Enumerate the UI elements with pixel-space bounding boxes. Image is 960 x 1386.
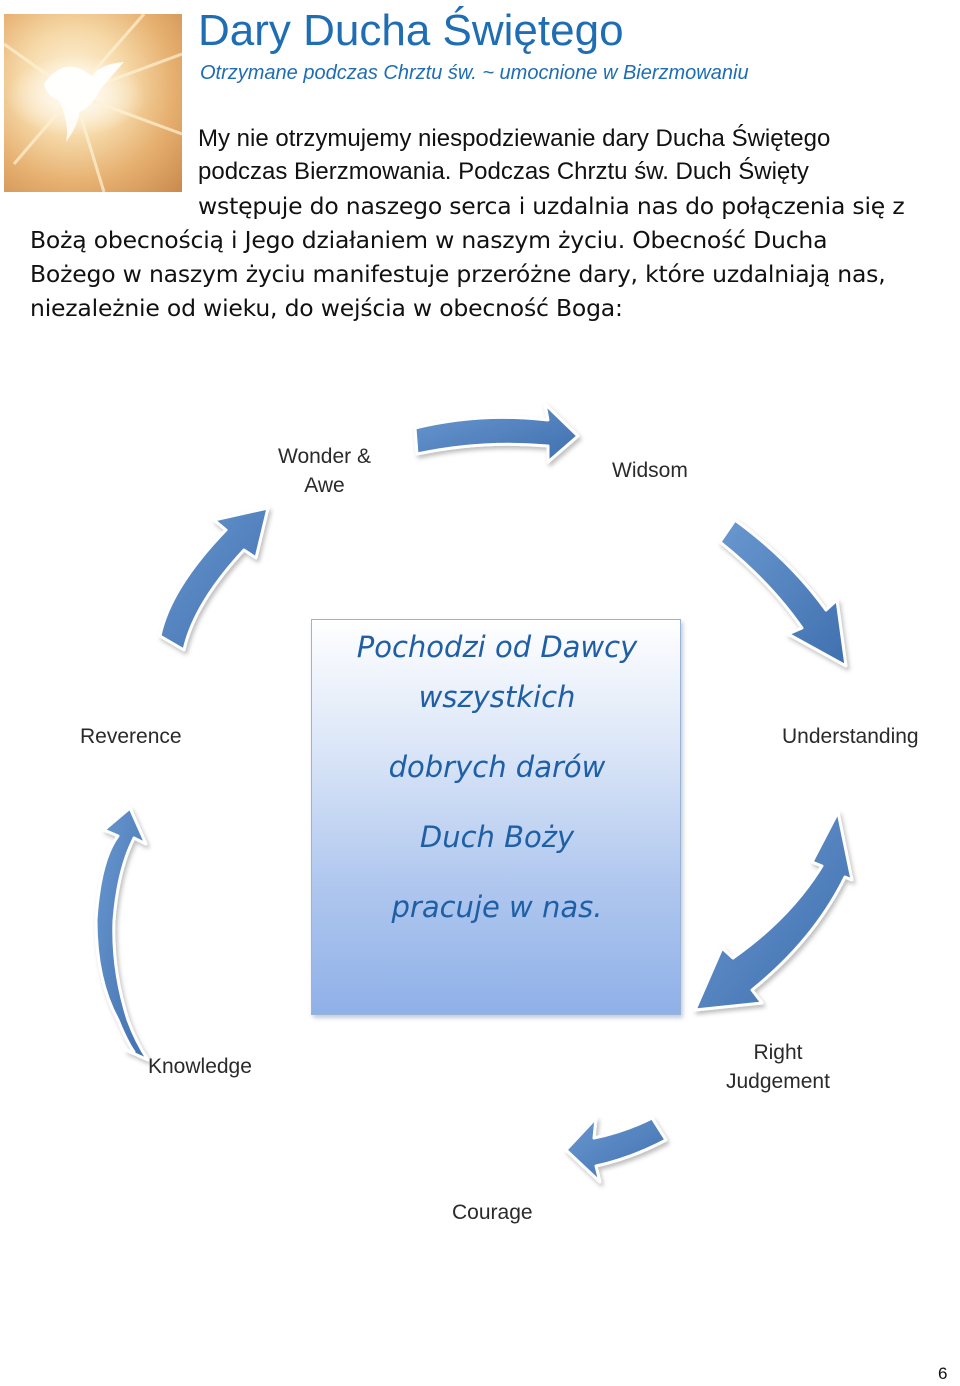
gift-right-judgement: Right Judgement: [726, 1038, 830, 1096]
cycle-arrow-lower-right: [693, 810, 854, 1012]
gifts-cycle-diagram: [94, 402, 854, 1184]
gift-understanding: Understanding: [782, 722, 919, 751]
gift-label-line: Right: [753, 1041, 803, 1064]
body-line: wstępuje do naszego serca i uzdalnia nas…: [198, 192, 905, 220]
gift-label-line: Knowledge: [148, 1055, 252, 1078]
gift-reverence: Reverence: [80, 722, 182, 751]
intro-line: My nie otrzymujemy niespodziewanie dary …: [198, 125, 831, 152]
gift-label-line: Wonder &: [278, 445, 371, 468]
page-subtitle: Otrzymane podczas Chrztu św. ~ umocnione…: [200, 62, 749, 84]
gift-label-line: Courage: [452, 1201, 533, 1224]
page-number: 6: [938, 1364, 948, 1383]
cycle-arrow-lower-left: [94, 806, 150, 1062]
body-line: Bożego w naszym życiu manifestuje przeró…: [30, 260, 886, 288]
center-text-line: Pochodzi od Dawcy: [356, 630, 638, 664]
body-line: Bożą obecnością i Jego działaniem w nasz…: [30, 226, 828, 254]
gift-wisdom: Widsom: [612, 456, 688, 485]
page-title: Dary Ducha Świętego: [198, 6, 624, 55]
center-text-line: pracuje w nas.: [391, 890, 603, 924]
gift-label-line: Widsom: [612, 459, 688, 482]
gift-knowledge: Knowledge: [148, 1052, 252, 1081]
center-text-line: wszystkich: [418, 680, 576, 714]
body-paragraph: wstępuje do naszego serca i uzdalnia nas…: [30, 192, 950, 325]
center-text-line: dobrych darów: [388, 750, 606, 784]
gift-label-line: Awe: [304, 474, 345, 497]
center-text-line: Duch Boży: [419, 820, 575, 854]
cycle-arrow-top: [413, 402, 580, 464]
dove-icon: [4, 14, 182, 192]
cycle-arrow-upper-left: [158, 506, 270, 652]
diagram-center-box: Pochodzi od Dawcy wszystkich dobrych dar…: [311, 619, 681, 1015]
body-line: niezależnie od wieku, do wejścia w obecn…: [30, 294, 623, 322]
gift-wonder-and-awe: Wonder & Awe: [278, 442, 371, 500]
gift-label-line: Understanding: [782, 725, 919, 748]
intro-paragraph: My nie otrzymujemy niespodziewanie dary …: [198, 122, 938, 188]
intro-line: podczas Bierzmowania. Podczas Chrztu św.…: [198, 158, 809, 185]
cycle-arrow-bottom: [564, 1116, 668, 1184]
gift-courage: Courage: [452, 1198, 533, 1227]
cycle-arrow-upper-right: [718, 518, 848, 668]
gift-label-line: Judgement: [726, 1070, 830, 1093]
dove-image: [4, 14, 182, 192]
gift-label-line: Reverence: [80, 725, 182, 748]
